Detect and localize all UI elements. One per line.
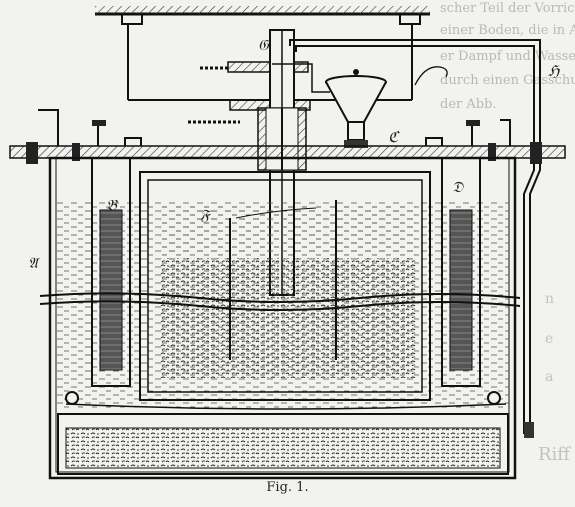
inner-basket: [139, 171, 431, 401]
label-c: ℭ: [388, 128, 399, 146]
gas-pipe: [289, 39, 541, 438]
figure-caption: Fig. 1.: [266, 480, 309, 495]
lid-plate: [9, 109, 566, 164]
label-f: 𝔉: [200, 206, 210, 224]
heating-coils: [91, 158, 481, 387]
ceiling-beam: [95, 6, 430, 100]
label-h: ℌ: [548, 62, 560, 80]
label-d: 𝔇: [452, 178, 464, 196]
label-g: 𝔊: [258, 36, 269, 54]
label-b: 𝔅: [106, 196, 117, 214]
hopper: [272, 63, 448, 148]
sediment-tray: [57, 391, 509, 475]
label-a: 𝔄: [28, 254, 38, 272]
section-break: [39, 292, 521, 311]
